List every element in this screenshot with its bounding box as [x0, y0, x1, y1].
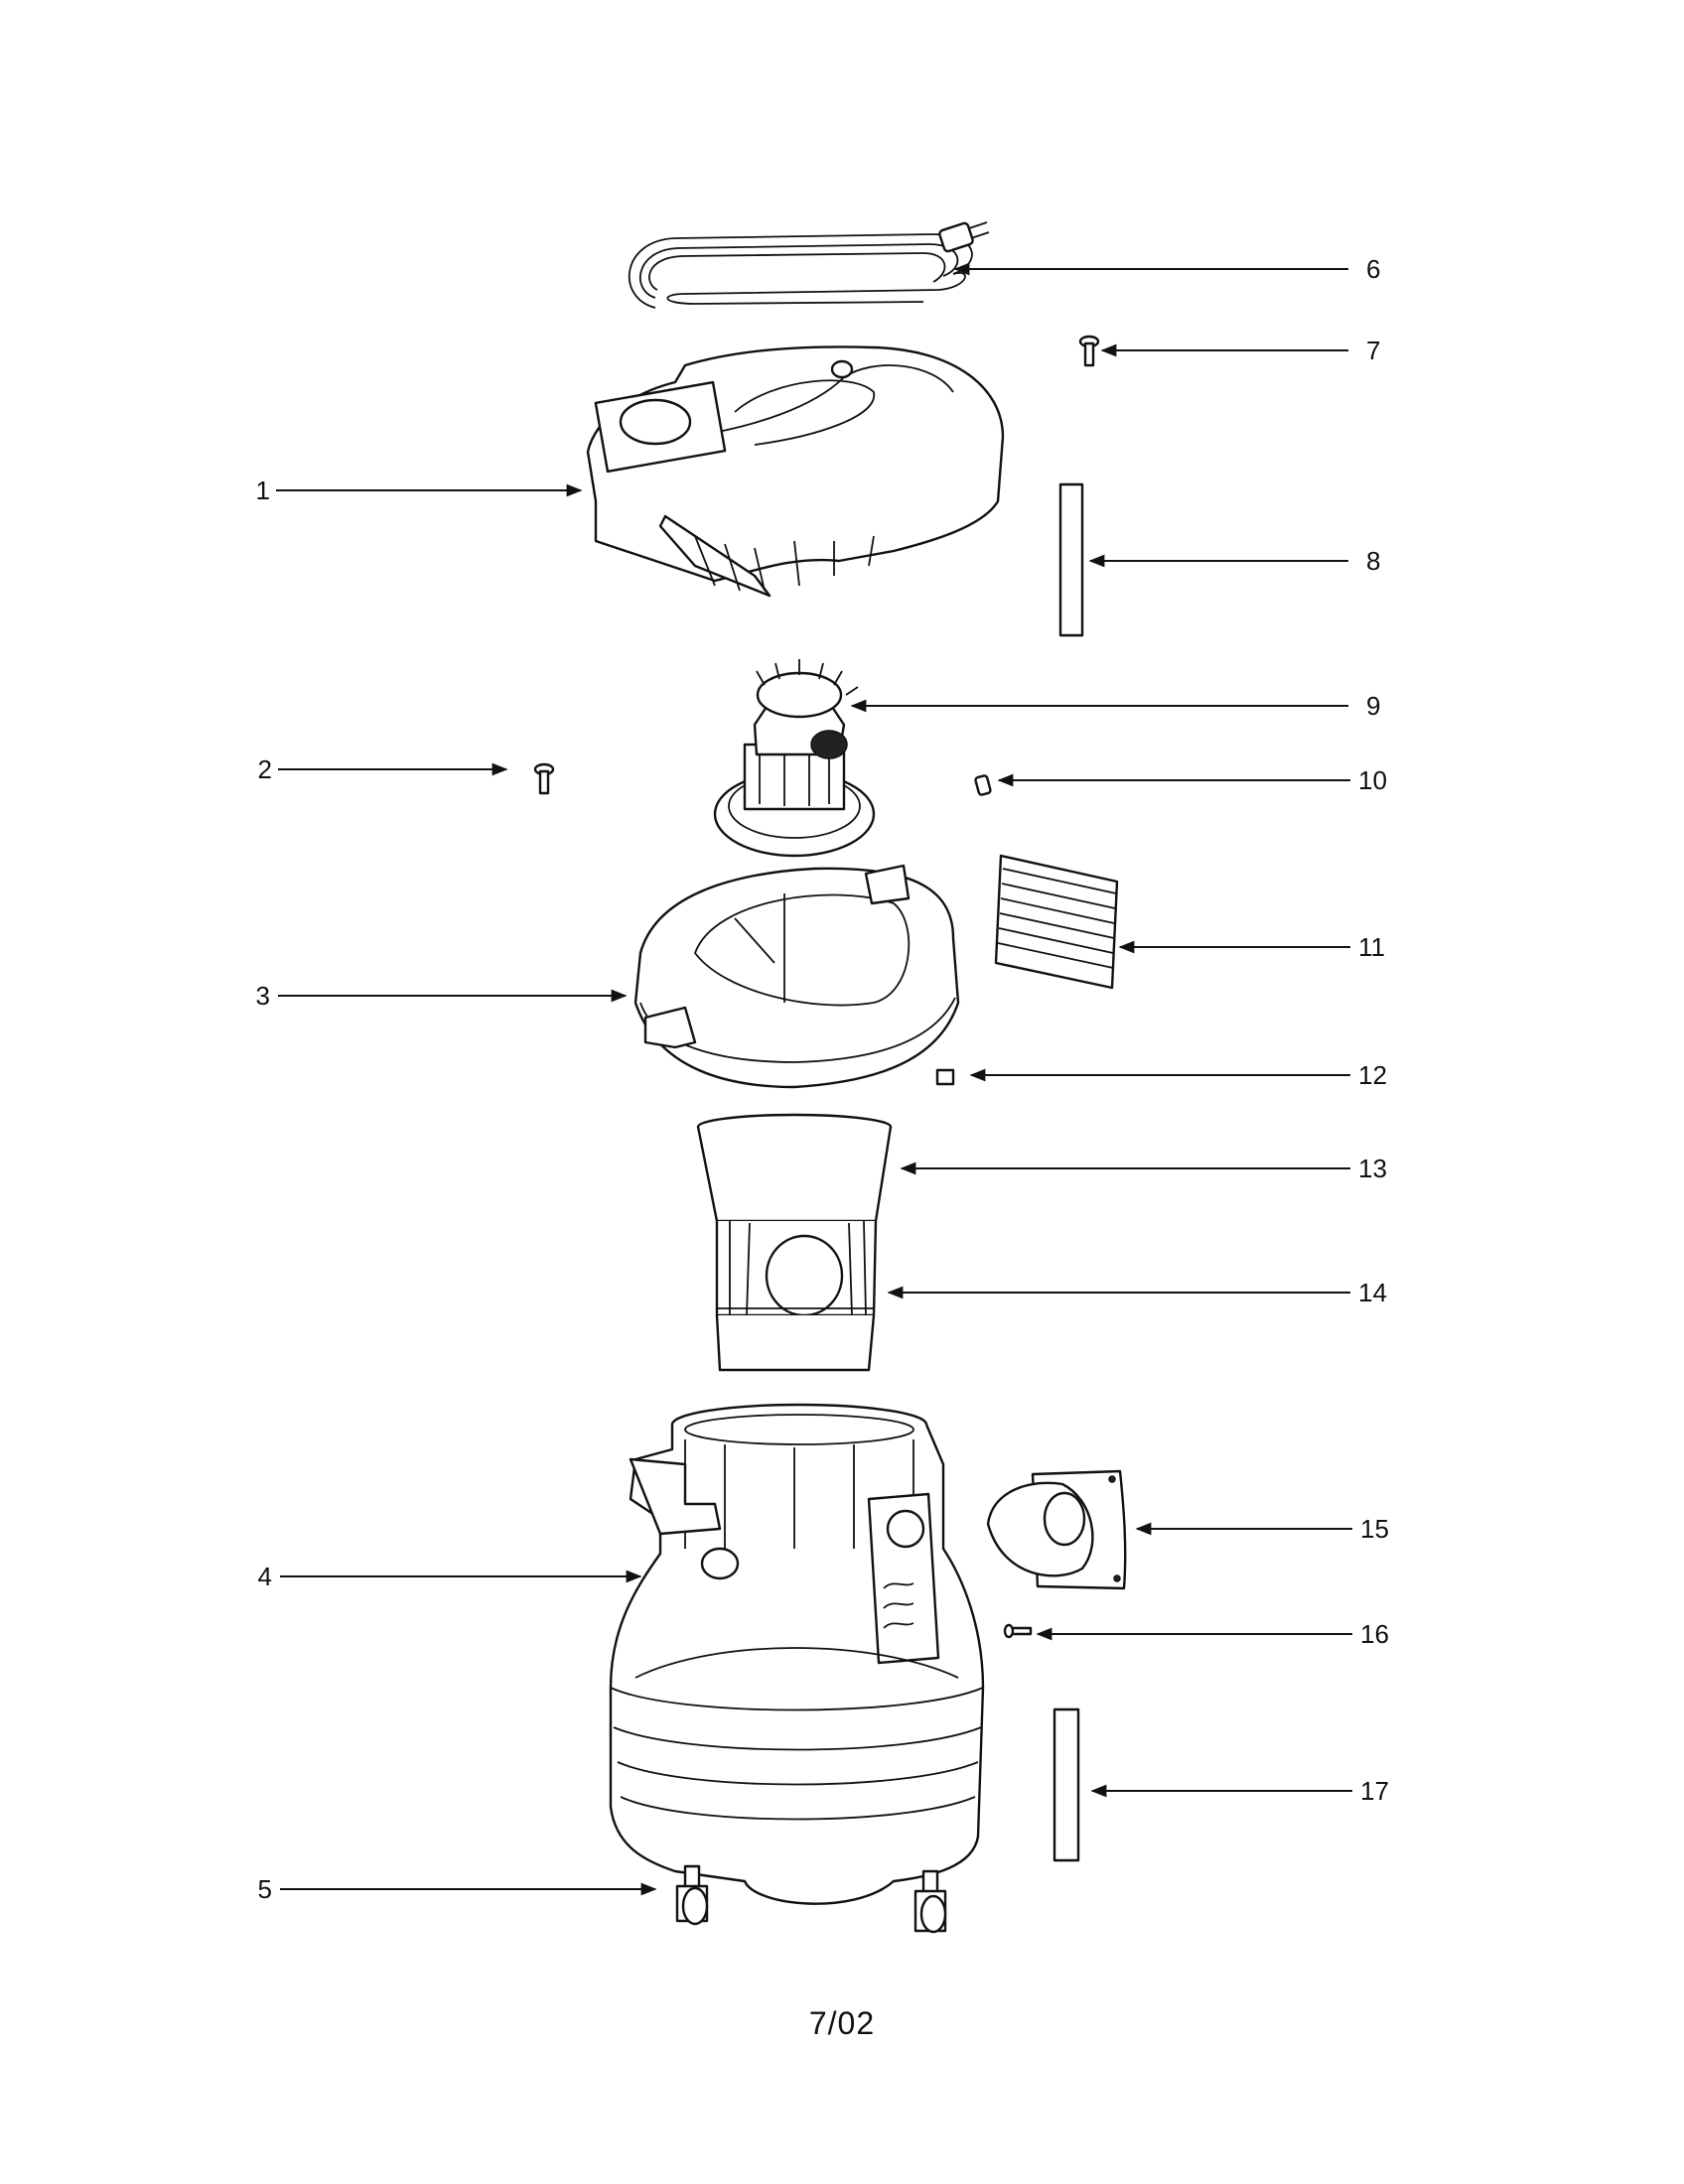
clip-part-12: [935, 1068, 955, 1086]
screw-part-7: [1078, 335, 1100, 367]
callout-label-14: 14: [1358, 1278, 1387, 1307]
callout-label-13: 13: [1358, 1154, 1387, 1183]
callout-label-8: 8: [1366, 546, 1381, 576]
filter-cage-part: [696, 1113, 893, 1372]
callout-label-4: 4: [257, 1562, 272, 1591]
callout-label-6: 6: [1366, 254, 1381, 284]
callout-label-3: 3: [255, 981, 270, 1011]
filter-panel-part: [994, 854, 1119, 990]
leader-lines: [276, 262, 1352, 1896]
tank-body-part: [609, 1403, 985, 1905]
callout-label-10: 10: [1358, 765, 1387, 795]
screw-part-2: [533, 762, 555, 795]
callout-label-16: 16: [1360, 1619, 1389, 1649]
callout-label-12: 12: [1358, 1060, 1387, 1090]
callout-label-9: 9: [1366, 691, 1381, 721]
motor-assembly-part: [713, 659, 876, 858]
callout-label-2: 2: [257, 754, 272, 784]
connector-part-10: [974, 774, 992, 796]
date-code: 7/02: [808, 2005, 876, 2041]
callout-label-15: 15: [1360, 1514, 1389, 1544]
callout-label-17: 17: [1360, 1776, 1389, 1806]
callout-label-5: 5: [257, 1874, 272, 1904]
callout-label-1: 1: [255, 476, 270, 505]
screw-part-16: [1003, 1623, 1033, 1639]
gasket-strip-part-8: [1058, 482, 1084, 637]
power-cord-part: [628, 221, 990, 309]
motor-cover-part: [586, 345, 1005, 598]
callout-label-7: 7: [1366, 336, 1381, 365]
inlet-part: [986, 1469, 1127, 1590]
lid-part: [633, 864, 960, 1089]
callout-label-11: 11: [1358, 932, 1385, 962]
caster-part: [675, 1864, 947, 1934]
gasket-strip-part-17: [1052, 1707, 1080, 1862]
